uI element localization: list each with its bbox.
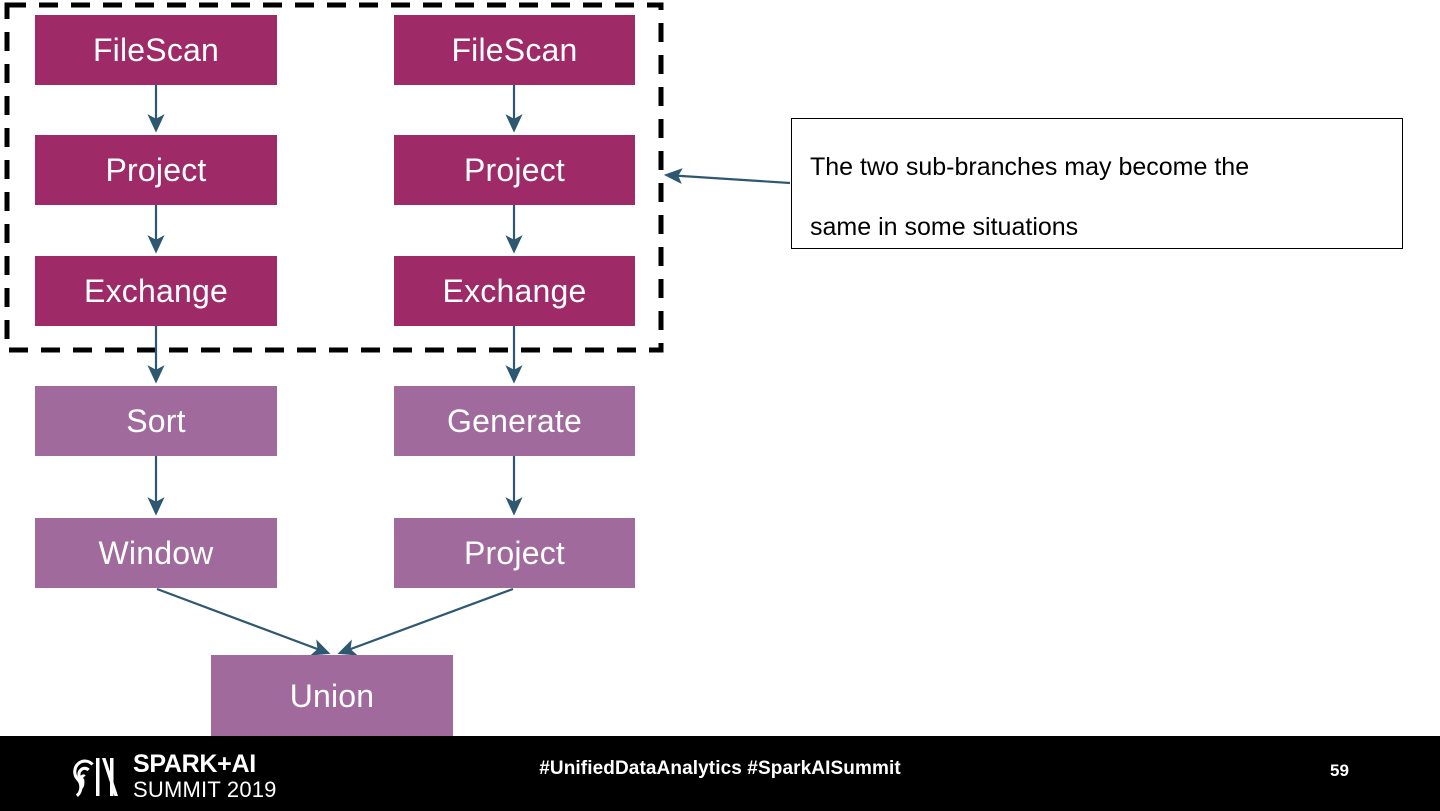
node-generate-right[interactable]: Generate [394, 386, 635, 456]
node-label: Union [289, 677, 375, 714]
node-label: Generate [446, 403, 583, 439]
node-exchange-left[interactable]: Exchange [35, 256, 277, 326]
page-number: 59 [1330, 761, 1349, 780]
callout-leader-arrow [663, 168, 791, 185]
node-label: FileScan [92, 32, 220, 68]
logo-line-1: SPARK+AI [133, 750, 256, 778]
node-union[interactable]: Union [211, 655, 453, 736]
logo-wordmark: SPARK+AI SUMMIT 2019 [133, 752, 277, 801]
edge-project-to-union [337, 587, 514, 656]
node-label: Project [464, 535, 565, 571]
slide-footer [0, 736, 1440, 811]
node-label: Project [105, 152, 207, 188]
node-label: Exchange [442, 273, 587, 309]
spark-ai-summit-logo: SPARK+AI SUMMIT 2019 [66, 752, 277, 801]
footer-hashtags: #UnifiedDataAnalytics #SparkAISummit [539, 758, 901, 779]
spark-spiral-logo-icon [73, 757, 118, 797]
node-sort-left[interactable]: Sort [35, 386, 277, 456]
node-label: Exchange [84, 273, 228, 309]
node-exchange-right[interactable]: Exchange [394, 256, 635, 326]
callout-line-2: same in some situations [810, 213, 1079, 241]
logo-line-2: SUMMIT 2019 [133, 777, 277, 802]
node-label: Project [464, 152, 565, 188]
node-label: FileScan [451, 32, 578, 68]
callout-box: The two sub-branches may become the same… [791, 118, 1403, 249]
node-label: Window [98, 535, 214, 571]
node-project-right2[interactable]: Project [394, 518, 635, 588]
callout-line-1: The two sub-branches may become the [810, 153, 1250, 181]
node-filescan-right[interactable]: FileScan [394, 15, 635, 85]
node-project-right[interactable]: Project [394, 135, 635, 205]
node-label: Sort [126, 403, 186, 439]
edge-window-to-union [156, 587, 331, 656]
node-project-left[interactable]: Project [35, 135, 277, 205]
node-filescan-left[interactable]: FileScan [35, 15, 277, 85]
node-window-left[interactable]: Window [35, 518, 277, 588]
